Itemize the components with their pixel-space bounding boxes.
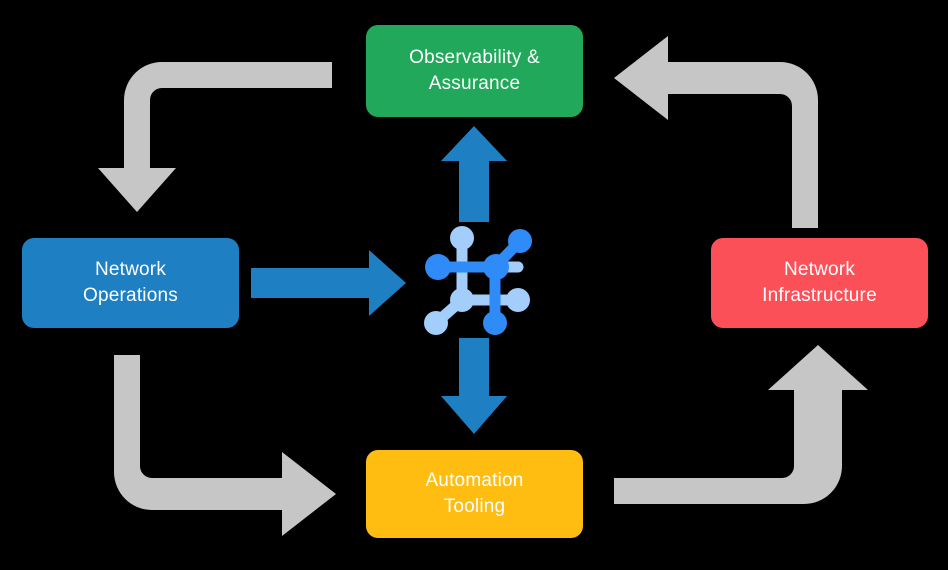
node-observability-assurance[interactable]: Observability & Assurance xyxy=(366,25,583,117)
arrow-center-to-observability xyxy=(441,126,507,222)
arrow-observability-to-operations xyxy=(98,62,332,212)
arrow-infrastructure-to-observability xyxy=(614,36,818,228)
arrow-operations-to-center xyxy=(251,250,406,316)
arrow-center-to-automation xyxy=(441,338,507,434)
arrow-automation-to-infrastructure xyxy=(614,345,868,504)
arrow-operations-to-automation xyxy=(114,355,336,536)
node-observability-assurance-label: Observability & Assurance xyxy=(409,47,540,94)
node-automation-tooling-label: Automation Tooling xyxy=(425,470,524,517)
network-topology-icon xyxy=(424,226,532,335)
node-network-operations[interactable]: Network Operations xyxy=(22,238,239,328)
node-network-operations-label: Network Operations xyxy=(83,259,178,306)
node-network-infrastructure-label: Network Infrastructure xyxy=(762,259,877,306)
node-automation-tooling[interactable]: Automation Tooling xyxy=(366,450,583,538)
node-network-infrastructure[interactable]: Network Infrastructure xyxy=(711,238,928,328)
